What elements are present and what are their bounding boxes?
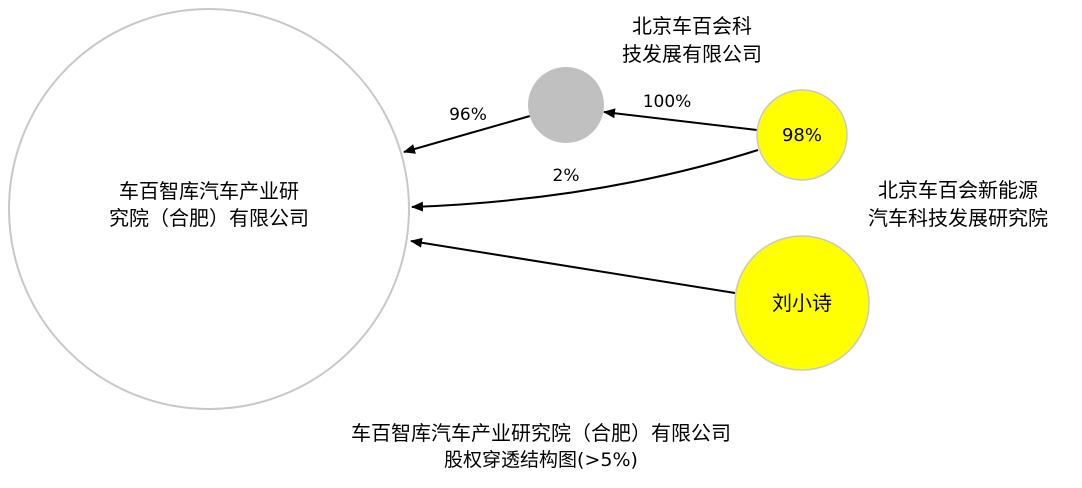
beijing-tech-name-line1: 北京车百会科 <box>632 14 752 38</box>
diagram-subtitle: 股权穿透结构图(>5%) <box>444 449 638 471</box>
beijing-tech-name-line2: 技发展有限公司 <box>622 42 762 66</box>
institute-inner-label: 98% <box>782 125 822 146</box>
target-company-circle <box>8 8 410 410</box>
edge-person-to-target <box>410 237 736 294</box>
person-name: 刘小诗 <box>772 291 832 315</box>
target-company-name-line2: 究院（合肥）有限公司 <box>109 206 309 230</box>
institute-name-line2: 汽车科技发展研究院 <box>868 206 1048 230</box>
node-target-company[interactable]: 车百智库汽车产业研 究院（合肥）有限公司 <box>8 8 410 410</box>
edge-institute-to-beijing <box>603 108 758 131</box>
target-company-name-line1: 车百智库汽车产业研 <box>119 179 299 203</box>
node-beijing-tech-company[interactable] <box>528 67 604 143</box>
edge-label-2: 2% <box>553 166 580 186</box>
diagram-title: 车百智库汽车产业研究院（合肥）有限公司 <box>351 421 731 445</box>
edge-institute-to-target <box>411 149 759 212</box>
person-circle <box>734 235 870 371</box>
beijing-tech-circle <box>528 67 604 143</box>
node-institute[interactable]: 98% <box>756 89 848 181</box>
edge-label-96: 96% <box>449 105 487 125</box>
edge-beijing-to-target <box>403 115 531 154</box>
institute-name-line1: 北京车百会新能源 <box>878 178 1038 202</box>
institute-circle <box>756 89 848 181</box>
node-person[interactable]: 刘小诗 <box>734 235 870 371</box>
edge-label-100: 100% <box>643 92 692 112</box>
